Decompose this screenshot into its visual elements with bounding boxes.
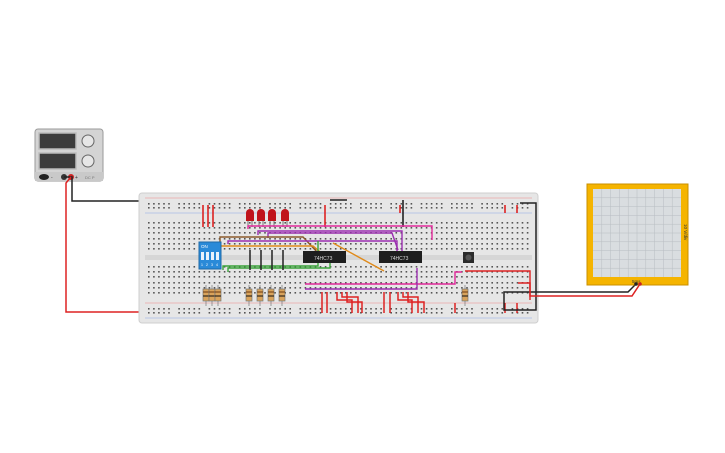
dip-position-1: 1 (201, 263, 203, 267)
resistor-7 (278, 285, 286, 306)
dip-position-2: 2 (206, 263, 208, 267)
current-display (38, 152, 77, 170)
wire-magenta-low (305, 271, 462, 285)
led-array[interactable] (246, 209, 289, 227)
dip-switch[interactable]: ON 1 2 3 4 (198, 241, 222, 270)
supply-positive-wire[interactable] (65, 176, 142, 313)
wire-purple-low (305, 268, 418, 290)
oscilloscope[interactable]: 5ms 10 V/div (586, 183, 689, 286)
brand-label: DC P (85, 175, 95, 180)
plus-label: + (75, 175, 78, 181)
resistor-3 (214, 285, 222, 306)
current-knob[interactable] (81, 154, 95, 168)
dip-toggle-1[interactable] (201, 252, 204, 260)
wire-purple-top (257, 230, 403, 256)
ground-terminal[interactable] (39, 174, 49, 180)
minus-label: - (51, 175, 53, 181)
chip-2-label: 74HC73 (390, 256, 409, 262)
resistor-5 (256, 285, 264, 306)
wire-orange-2 (332, 242, 385, 272)
ground-wire[interactable] (64, 176, 142, 202)
voltage-knob[interactable] (81, 134, 95, 148)
chip-1-label: 74HC73 (314, 256, 333, 262)
dip-position-4: 4 (216, 263, 218, 267)
scope-grid (593, 189, 681, 277)
scope-signal-wire[interactable] (518, 282, 641, 297)
scope-time-label: 5ms (632, 279, 641, 284)
bottom-rail-jumpers[interactable] (321, 292, 518, 313)
black-jumpers[interactable] (249, 250, 284, 270)
resistor-4 (245, 285, 253, 306)
resistors[interactable] (202, 285, 469, 306)
push-button[interactable] (463, 252, 474, 263)
top-rail-jumpers[interactable] (202, 205, 518, 227)
scope-volt-label: 10 V/div (683, 224, 688, 241)
wire-purple-mid (227, 240, 398, 256)
scope-probe-ground[interactable] (634, 282, 638, 286)
power-supply[interactable]: - + DC P (34, 128, 104, 182)
wire-magenta-top (247, 225, 433, 240)
chip-74hc73-2[interactable]: 74HC73 (379, 251, 422, 263)
chip-74hc73-1[interactable]: 74HC73 (303, 251, 346, 263)
scope-ground-wire[interactable] (503, 202, 637, 311)
wire-brown (219, 236, 319, 254)
dip-on-label: ON (201, 244, 208, 249)
scope-probe-signal[interactable] (638, 282, 642, 286)
dip-position-3: 3 (211, 263, 213, 267)
resistor-6 (267, 285, 275, 306)
voltage-display (38, 132, 77, 150)
resistor-8 (461, 285, 469, 306)
dip-toggle-2[interactable] (206, 252, 209, 260)
wire-green-2 (227, 260, 331, 272)
dip-toggle-3[interactable] (211, 252, 214, 260)
dip-toggle-4[interactable] (216, 252, 219, 260)
